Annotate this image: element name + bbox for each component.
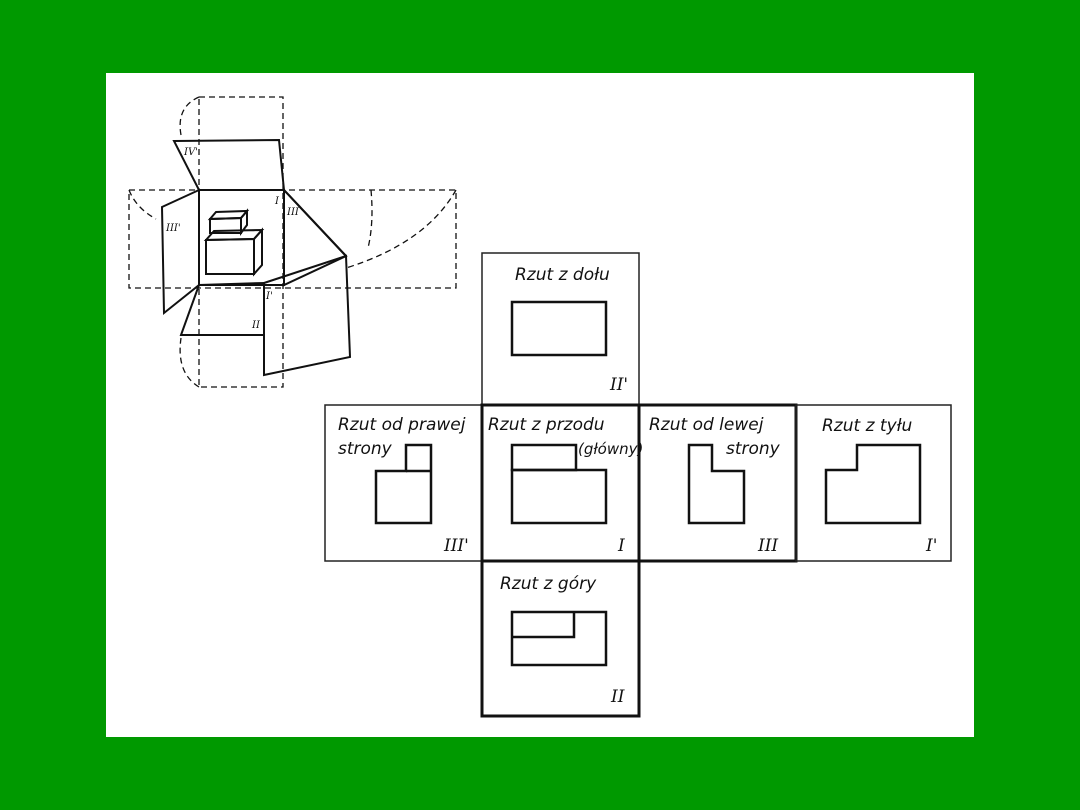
dashed-arc-right <box>345 189 457 269</box>
iso-numeral-center: I <box>274 196 280 207</box>
iso-edge-right <box>283 189 347 257</box>
view-back: Rzut z tyłu I' <box>795 404 952 562</box>
label-top: Rzut z góry <box>500 574 597 594</box>
numeral-front: I <box>617 536 625 556</box>
view-top: Rzut z góry II <box>480 559 641 718</box>
diagram-sheet: IV' III' I III I' II Rzut z dołu II' Rzu… <box>106 73 974 737</box>
label-left-line2: strony <box>726 439 781 459</box>
iso-numeral-top: IV' <box>183 147 198 158</box>
shape-top-outer <box>510 610 608 667</box>
dashed-arc-left <box>128 189 157 220</box>
shape-left <box>687 443 746 525</box>
numeral-right: III' <box>443 536 469 556</box>
dashed-arc-top <box>179 96 200 136</box>
label-left-line1: Rzut od lewej <box>649 415 764 435</box>
numeral-back: I' <box>925 536 937 556</box>
shape-back <box>824 443 922 525</box>
iso-block-lower-front <box>205 237 255 275</box>
view-bottom: Rzut z dołu II' <box>481 252 640 406</box>
numeral-bottom: II' <box>609 375 628 395</box>
dashed-horizontal-outline <box>128 189 457 289</box>
label-right-line2: strony <box>338 439 393 459</box>
iso-numeral-front: I' <box>265 291 273 302</box>
iso-block-upper-side <box>240 208 248 236</box>
iso-numeral-right: III <box>286 207 300 218</box>
dashed-arc-bottom <box>179 337 200 388</box>
view-front: Rzut z przodu (główny) I <box>480 403 643 563</box>
iso-face-right-lower <box>283 187 348 287</box>
iso-numeral-left: III' <box>165 223 181 234</box>
iso-face-center <box>198 189 285 286</box>
frame-back <box>795 404 952 562</box>
iso-numeral-bottom: II <box>251 320 261 331</box>
label-right-line1: Rzut od prawej <box>338 415 466 435</box>
label-front-line2: (główny) <box>578 440 643 458</box>
label-front-line1: Rzut z przodu <box>488 415 605 435</box>
isometric-unfolded-box: IV' III' I III I' II <box>128 96 457 388</box>
projection-diagram: IV' III' I III I' II Rzut z dołu II' Rzu… <box>128 96 952 718</box>
iso-face-left <box>160 188 200 316</box>
numeral-left: III <box>757 536 778 556</box>
iso-face-front <box>263 254 352 377</box>
label-back: Rzut z tyłu <box>822 416 913 436</box>
shape-front-upper <box>510 443 578 472</box>
view-right: Rzut od prawej strony III' <box>324 404 483 562</box>
view-left: Rzut od lewej strony III <box>637 403 798 563</box>
dashed-arc-right-inner <box>367 189 373 249</box>
frame-top <box>480 559 641 718</box>
shape-top-inner <box>512 612 576 639</box>
shape-front-lower <box>510 468 608 525</box>
numeral-top: II <box>610 687 625 707</box>
iso-face-bottom <box>179 281 265 336</box>
iso-block-lower-side <box>253 227 263 277</box>
shape-bottom <box>510 300 608 357</box>
label-bottom: Rzut z dołu <box>515 265 610 285</box>
